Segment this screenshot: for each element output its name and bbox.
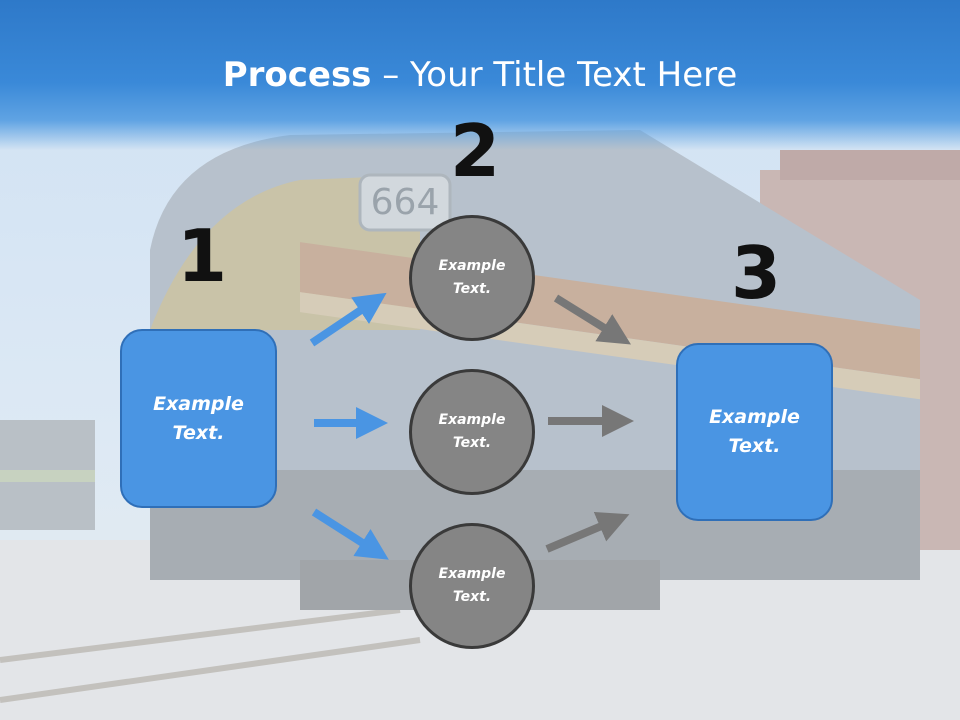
page-title: Process – Your Title Text Here <box>0 52 960 98</box>
title-band <box>0 0 960 150</box>
circle-top-text: Example Text. <box>438 258 506 297</box>
blue-arrow-down <box>311 508 389 560</box>
left-box-text: Example Text. <box>153 392 244 444</box>
gray-arrow-up <box>545 511 630 553</box>
step-number-1: 1 <box>177 214 228 298</box>
step-number-2: 2 <box>450 109 501 193</box>
left-box: Example Text. <box>120 329 277 508</box>
circle-bottom: Example Text. <box>409 523 535 649</box>
step-number-3: 3 <box>731 231 782 315</box>
circle-top: Example Text. <box>409 215 535 341</box>
title-rest: – Your Title Text Here <box>371 55 738 95</box>
circle-middle-text: Example Text. <box>438 412 506 451</box>
blue-arrow-up <box>309 292 387 347</box>
title-bold: Process <box>222 55 372 95</box>
right-box: Example Text. <box>676 343 833 521</box>
svg-text:664: 664 <box>371 182 440 223</box>
circle-bottom-text: Example Text. <box>438 566 506 605</box>
gray-arrow-down <box>553 294 631 345</box>
right-box-text: Example Text. <box>709 406 800 457</box>
circle-middle: Example Text. <box>409 369 535 495</box>
